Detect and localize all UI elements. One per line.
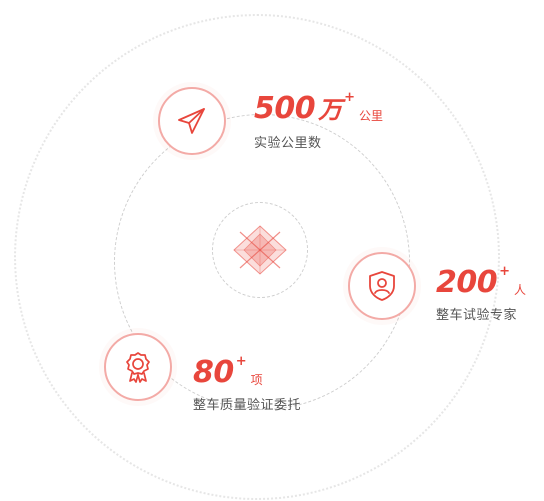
stat-number: 80	[193, 355, 234, 390]
stat-big-unit: 万	[318, 96, 343, 124]
stat-mileage: 500 万 + 公里 实验公里数	[254, 90, 384, 151]
inner-orbit-ring	[212, 202, 308, 298]
stat-unit: 人	[514, 283, 527, 297]
stat-experts: 200 + 人 整车试验专家	[436, 264, 527, 323]
diamond-star-icon	[230, 222, 290, 278]
stat-badge-validation	[104, 333, 172, 401]
stat-unit: 公里	[359, 109, 384, 123]
stat-number: 500	[254, 91, 316, 126]
stat-label: 实验公里数	[254, 136, 322, 151]
stat-validation: 80 + 项 整车质量验证委托	[193, 354, 302, 413]
stat-badge-experts	[348, 252, 416, 320]
shield-person-icon	[365, 269, 399, 303]
award-rosette-icon	[121, 350, 155, 384]
stat-unit: 项	[250, 373, 263, 387]
paper-plane-icon	[175, 104, 209, 138]
stat-label: 整车试验专家	[436, 308, 518, 323]
stat-plus: +	[344, 90, 356, 105]
stat-plus: +	[499, 264, 511, 279]
stat-label: 整车质量验证委托	[193, 398, 302, 413]
stat-badge-mileage	[158, 87, 226, 155]
stat-plus: +	[235, 354, 247, 369]
stat-number: 200	[436, 265, 498, 300]
middle-orbit-ring	[114, 114, 410, 410]
outer-orbit-ring	[14, 14, 500, 500]
